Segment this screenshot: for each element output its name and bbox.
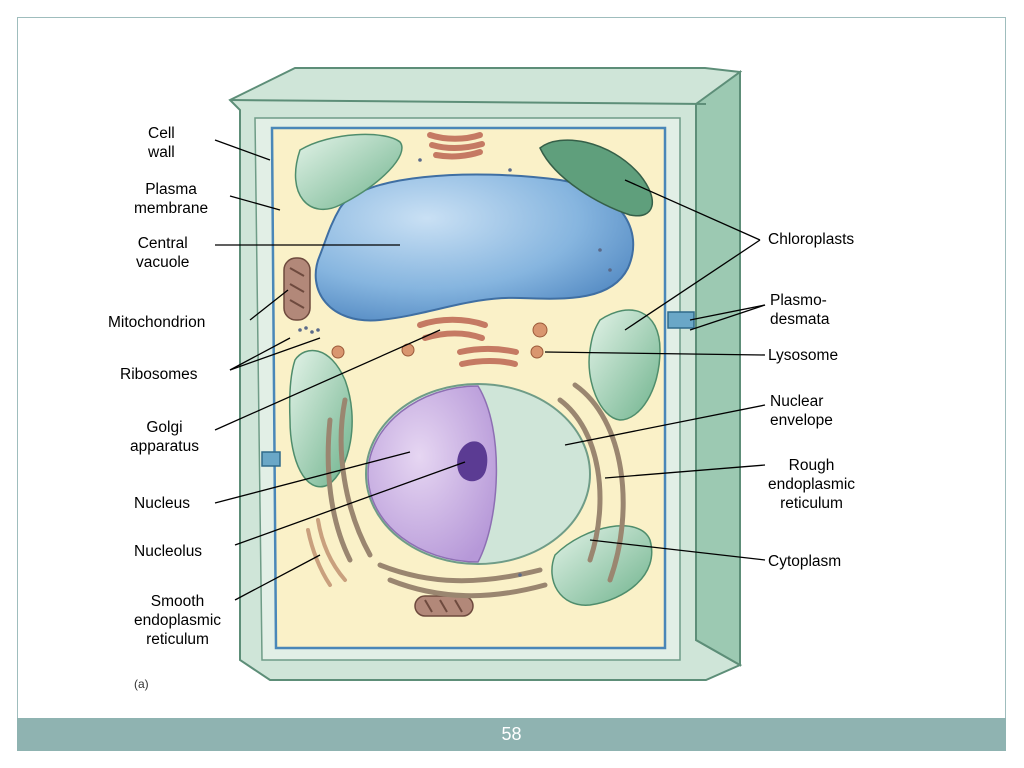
label-ribosomes: Ribosomes xyxy=(120,366,198,383)
label-smooth-er: Smooth endoplasmic reticulum xyxy=(134,593,222,648)
label-golgi-apparatus: Golgi apparatus xyxy=(130,419,199,455)
label-chloroplasts: Chloroplasts xyxy=(768,231,855,248)
golgi-apparatus xyxy=(417,132,519,367)
label-panel-tag: (a) xyxy=(134,677,149,691)
plant-cell-illustration xyxy=(214,67,766,681)
nucleus xyxy=(365,383,591,565)
plant-cell-diagram: Cell wall Plasma membrane Central vacuol… xyxy=(108,67,856,691)
page-number: 58 xyxy=(501,724,522,744)
central-vacuole xyxy=(314,173,635,322)
label-lysosome: Lysosome xyxy=(768,347,839,364)
footer-bar: 58 xyxy=(17,718,1006,751)
chloroplasts xyxy=(288,133,661,606)
label-cytoplasm: Cytoplasm xyxy=(768,553,842,570)
mitochondria xyxy=(283,257,474,617)
smooth-er xyxy=(306,518,347,587)
label-cell-wall: Cell wall xyxy=(148,125,175,161)
lysosomes xyxy=(331,322,548,359)
label-nuclear-envelope: Nuclear envelope xyxy=(770,393,833,429)
ribosomes xyxy=(298,158,612,577)
label-mitochondrion: Mitochondrion xyxy=(108,314,206,331)
label-nucleolus: Nucleolus xyxy=(134,543,203,560)
plasmodesmata xyxy=(261,311,695,467)
label-plasmodesmata: Plasmo- desmata xyxy=(770,292,830,328)
label-rough-er: Rough endoplasmic reticulum xyxy=(768,457,856,512)
leader-lines xyxy=(214,139,766,601)
label-plasma-membrane: Plasma membrane xyxy=(134,181,209,217)
label-nucleus: Nucleus xyxy=(134,495,190,512)
label-central-vacuole: Central vacuole xyxy=(136,235,190,271)
